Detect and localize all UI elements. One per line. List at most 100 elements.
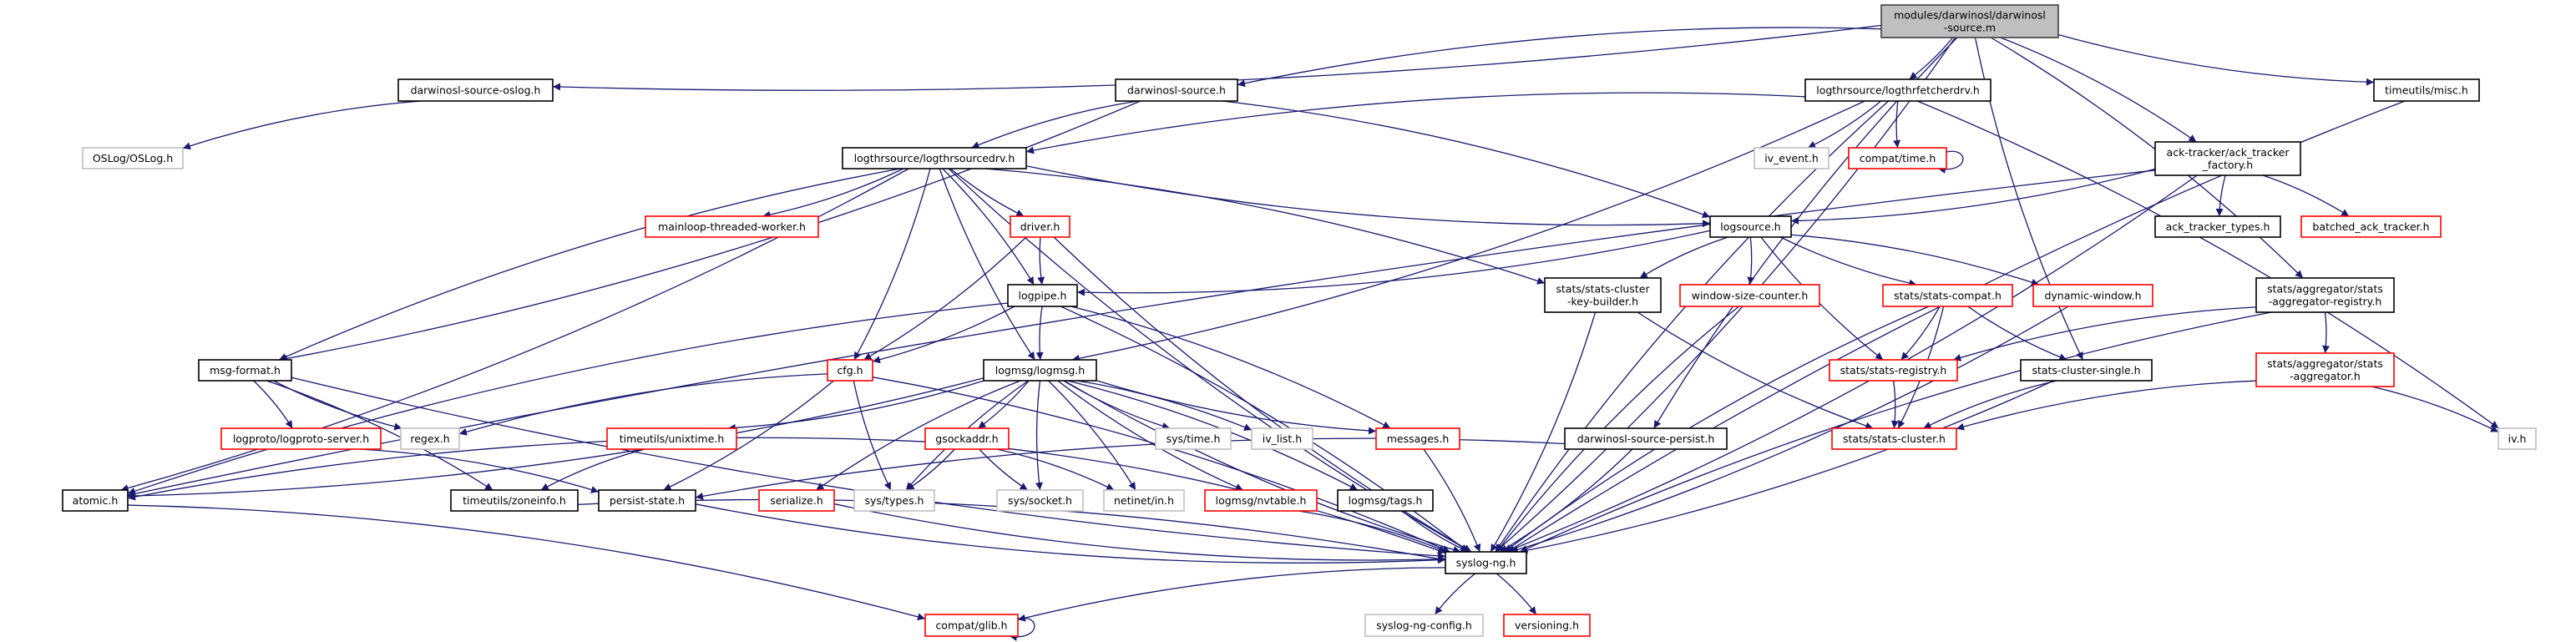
node-stats_registry[interactable]: stats/stats-registry.h [1829, 359, 1958, 382]
edge-sourcedrv-to-logmsg [939, 168, 1035, 361]
node-box [1103, 489, 1185, 512]
node-label: logthrsource/logthrfetcherdrv.h [1816, 84, 1980, 97]
node-label: sys/time.h [1167, 432, 1221, 445]
edge-gsockaddr-to-atomic [127, 437, 926, 501]
edge-logmsg-to-netinet [1048, 380, 1136, 491]
node-root[interactable]: modules/darwinosl/darwinosl-source.m [1880, 4, 2059, 38]
node-netinet[interactable]: netinet/in.h [1103, 489, 1185, 512]
node-logpipe[interactable]: logpipe.h [1007, 284, 1078, 307]
node-source_h[interactable]: darwinosl-source.h [1115, 78, 1238, 102]
node-iv_list[interactable]: iv_list.h [1251, 427, 1313, 450]
edge-stats_registry-to-stats_cluster [1890, 380, 1899, 429]
node-messages[interactable]: messages.h [1375, 427, 1460, 450]
node-logmsg[interactable]: logmsg/logmsg.h [983, 359, 1097, 382]
node-OSLog[interactable]: OSLog/OSLog.h [82, 147, 184, 169]
node-oslog[interactable]: darwinosl-source-oslog.h [397, 78, 554, 102]
node-label: stats/aggregator/stats [2267, 283, 2383, 296]
node-fetcherdrv[interactable]: logthrsource/logthrfetcherdrv.h [1804, 78, 1991, 102]
node-logsource[interactable]: logsource.h [1709, 215, 1792, 238]
node-logproto[interactable]: logproto/logproto-server.h [220, 427, 382, 450]
node-box [1503, 614, 1591, 637]
node-box [1564, 427, 1728, 450]
node-batched[interactable]: batched_ack_tracker.h [2300, 215, 2442, 238]
node-box [2032, 284, 2153, 307]
node-stats_cluster[interactable]: stats/stats-cluster.h [1831, 427, 1957, 450]
node-label: timeutils/zoneinfo.h [463, 494, 566, 507]
node-cfg[interactable]: cfg.h [827, 359, 873, 382]
edge-root-to-agg_registry [1990, 37, 2304, 279]
node-aggregator[interactable]: stats/aggregator/stats-aggregator.h [2255, 352, 2395, 387]
edge-logmsg-to-syslog_ng [1064, 380, 1461, 554]
edge-cfg-to-persist_state [663, 380, 834, 491]
node-box [1364, 614, 1484, 637]
node-label: serialize.h [770, 494, 823, 507]
edge-logmsg-to-tags [1067, 380, 1359, 491]
node-iv_h[interactable]: iv.h [2498, 427, 2537, 450]
node-glib[interactable]: compat/glib.h [924, 614, 1019, 637]
node-label: stats/aggregator/stats [2267, 357, 2383, 370]
node-box [1007, 284, 1078, 307]
node-regex[interactable]: regex.h [400, 427, 460, 450]
node-driver[interactable]: driver.h [1010, 215, 1070, 238]
node-label: -aggregator.h [2290, 370, 2361, 382]
edge-sourcedrv-to-logpipe [942, 168, 1035, 286]
edge-aggregator-to-stats_cluster [1956, 380, 2257, 431]
node-msg_format[interactable]: msg-format.h [198, 359, 292, 382]
node-atomic[interactable]: atomic.h [62, 489, 129, 512]
node-sys_time[interactable]: sys/time.h [1155, 427, 1232, 450]
node-box [2373, 78, 2480, 102]
edge-nvtable-to-syslog_ng [1298, 510, 1447, 553]
edges-layer [120, 24, 2499, 641]
edge-cfg-to-syslog_ng [872, 377, 1450, 553]
node-persist_state[interactable]: persist-state.h [598, 489, 696, 512]
edge-driver-to-syslog_ng [1053, 236, 1472, 553]
node-agg_registry[interactable]: stats/aggregator/stats-aggregator-regist… [2255, 277, 2395, 313]
node-label: logmsg/logmsg.h [995, 364, 1085, 377]
node-box [82, 147, 184, 169]
node-zoneinfo[interactable]: timeutils/zoneinfo.h [450, 489, 579, 512]
node-box [1831, 427, 1957, 450]
node-box [1155, 427, 1232, 450]
node-dynwin[interactable]: dynamic-window.h [2032, 284, 2153, 307]
node-compat_time[interactable]: compat/time.h [1848, 147, 1947, 169]
edge-atomic-to-glib [127, 504, 926, 621]
node-iv_event[interactable]: iv_event.h [1754, 147, 1830, 169]
node-ack_types[interactable]: ack_tracker_types.h [2154, 215, 2281, 238]
node-stats_compat[interactable]: stats/stats-compat.h [1882, 284, 2013, 307]
node-tags[interactable]: logmsg/tags.h [1337, 489, 1434, 512]
node-label: modules/darwinosl/darwinosl [1894, 9, 2046, 22]
edge-logmsg-to-messages [1096, 380, 1377, 435]
node-label: logthrsource/logthrsourcedrv.h [854, 152, 1015, 164]
edge-gsockaddr-to-syslog_ng [1008, 447, 1446, 554]
node-wsc[interactable]: window-size-counter.h [1679, 284, 1820, 307]
node-box [758, 489, 835, 512]
node-label: persist-state.h [610, 494, 685, 507]
node-box [1804, 78, 1991, 102]
node-sng_config[interactable]: syslog-ng-config.h [1364, 614, 1484, 637]
node-syslog_ng[interactable]: syslog-ng.h [1445, 551, 1527, 574]
node-sys_socket[interactable]: sys/socket.h [996, 489, 1084, 512]
node-nvtable[interactable]: logmsg/nvtable.h [1204, 489, 1318, 512]
node-label: iv_list.h [1263, 432, 1302, 445]
node-box [2154, 141, 2301, 176]
edge-syslog_ng-to-versioning [1495, 573, 1537, 615]
edge-source_h-to-logsource [1222, 100, 1711, 219]
node-ack_factory[interactable]: ack-tracker/ack_tracker_factory.h [2154, 141, 2301, 176]
nodes-layer: modules/darwinosl/darwinosl-source.m darw… [62, 4, 2537, 637]
edge-sourcedrv-to-driver [949, 168, 1025, 217]
node-label: OSLog/OSLog.h [93, 152, 173, 164]
node-unixtime[interactable]: timeutils/unixtime.h [606, 427, 737, 450]
node-gsockaddr[interactable]: gsockaddr.h [924, 427, 1010, 450]
node-box [1882, 284, 2013, 307]
node-versioning[interactable]: versioning.h [1503, 614, 1591, 637]
node-persist_src[interactable]: darwinosl-source-persist.h [1564, 427, 1728, 450]
node-sys_types[interactable]: sys/types.h [853, 489, 935, 512]
node-key_builder[interactable]: stats/stats-cluster-key-builder.h [1544, 277, 1662, 313]
node-serialize[interactable]: serialize.h [758, 489, 835, 512]
node-cluster_single[interactable]: stats-cluster-single.h [2020, 359, 2153, 382]
node-box [1679, 284, 1820, 307]
node-sourcedrv[interactable]: logthrsource/logthrsourcedrv.h [842, 147, 1027, 169]
node-mainloop[interactable]: mainloop-threaded-worker.h [645, 215, 819, 238]
edge-ack_factory-to-syslog_ng [1506, 174, 2198, 553]
node-misc[interactable]: timeutils/misc.h [2373, 78, 2480, 102]
